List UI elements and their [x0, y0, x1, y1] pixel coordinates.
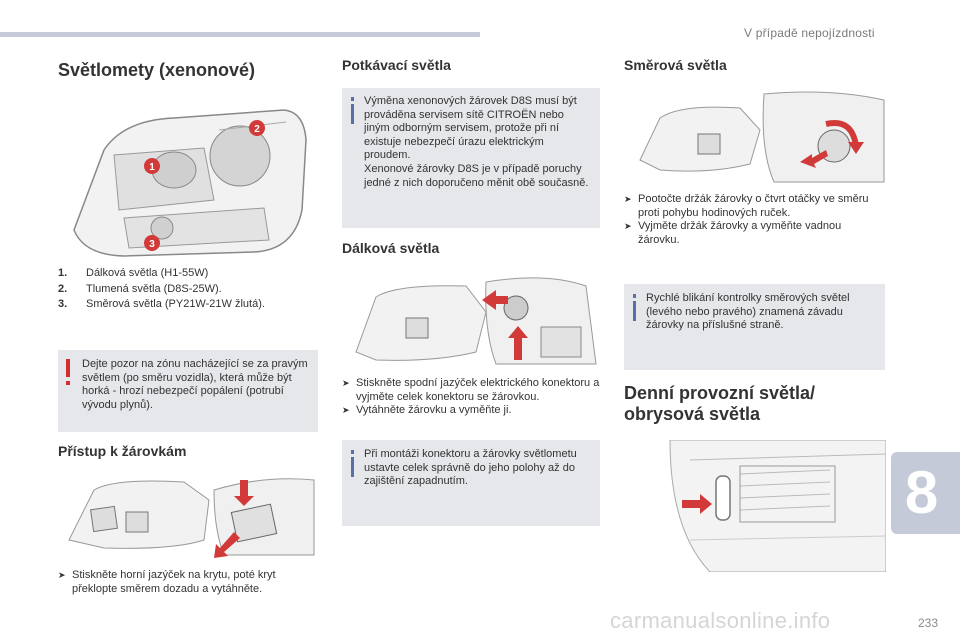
high-beam-illustration	[355, 277, 597, 365]
arrow-icon: ➤	[342, 378, 350, 388]
headlamp-title: Světlomety (xenonové)	[58, 60, 256, 80]
low-beam-title: Potkávací světla	[342, 57, 451, 73]
list-item: ➤Stiskněte spodní jazýček elektrického k…	[342, 377, 600, 403]
list-item: ➤Vyjměte držák žárovky a vyměňte vadnou …	[624, 220, 842, 246]
list-item: 2.Tlumená světla (D8S-25W).	[58, 282, 222, 295]
list-item: ➤Pootočte držák žárovky o čtvrt otáčky v…	[624, 193, 869, 219]
info-text: Při montáži konektoru a žárovky světlome…	[364, 448, 577, 488]
arrow-icon: ➤	[624, 221, 632, 232]
warning-box: Dejte pozor na zónu nacházející se za pr…	[58, 350, 318, 432]
access-illustration	[68, 478, 315, 558]
arrow-icon: ➤	[342, 405, 350, 416]
arrow-icon: ➤	[624, 194, 632, 204]
drl-illustration	[669, 440, 886, 572]
section-title: V případě nepojízdnosti	[744, 26, 875, 40]
list-item: 1.Dálková světla (H1-55W)	[58, 267, 209, 279]
callout-2: 2	[249, 120, 265, 136]
callout-3: 3	[144, 235, 160, 251]
high-beam-title: Dálková světla	[342, 240, 440, 256]
info-icon	[351, 97, 354, 101]
callout-2-label: 2	[254, 124, 260, 135]
bulb-list: 1.Dálková světla (H1-55W) 2.Tlumená svět…	[58, 267, 318, 314]
list-item: ➤Vytáhněte žárovku a vyměňte ji.	[342, 404, 512, 417]
warning-icon	[66, 359, 70, 377]
arrow-icon: ➤	[58, 570, 66, 580]
list-item: ➤Stiskněte horní jazýček na krytu, poté …	[58, 569, 276, 595]
list-item: 3.Směrová světla (PY21W-21W žlutá).	[58, 298, 265, 311]
headlamp-illustration: 1 2 3	[73, 109, 307, 257]
info-box-low-beam: Výměna xenonových žárovek D8S musí být p…	[342, 88, 600, 228]
info-icon	[351, 450, 354, 454]
info-text: Rychlé blikání kontrolky směrových světe…	[646, 292, 850, 332]
drl-title: Denní provozní světla/ obrysová světla	[624, 383, 816, 424]
warning-text: Dejte pozor na zónu nacházející se za pr…	[82, 358, 308, 411]
header-bar	[0, 32, 480, 37]
indicator-title: Směrová světla	[624, 57, 727, 73]
callout-3-label: 3	[149, 239, 155, 250]
info-box-indicator: Rychlé blikání kontrolky směrových světe…	[624, 284, 885, 370]
callout-1-label: 1	[149, 162, 155, 173]
indicator-steps: ➤Pootočte držák žárovky o čtvrt otáčky v…	[624, 193, 882, 247]
access-steps: ➤Stiskněte horní jazýček na krytu, poté …	[58, 569, 318, 596]
info-icon	[633, 294, 636, 298]
high-beam-steps: ➤Stiskněte spodní jazýček elektrického k…	[342, 377, 600, 418]
indicator-illustration	[639, 91, 885, 183]
info-text: Výměna xenonových žárovek D8S musí být p…	[364, 95, 589, 189]
watermark: carmanualsonline.info	[610, 608, 831, 633]
callout-1: 1	[144, 158, 160, 174]
access-title: Přístup k žárovkám	[58, 443, 187, 459]
chapter-number: 8	[904, 459, 939, 526]
info-box-high-beam: Při montáži konektoru a žárovky světlome…	[342, 440, 600, 526]
chapter-tab: 8	[891, 452, 960, 534]
page-number: 233	[918, 616, 939, 630]
